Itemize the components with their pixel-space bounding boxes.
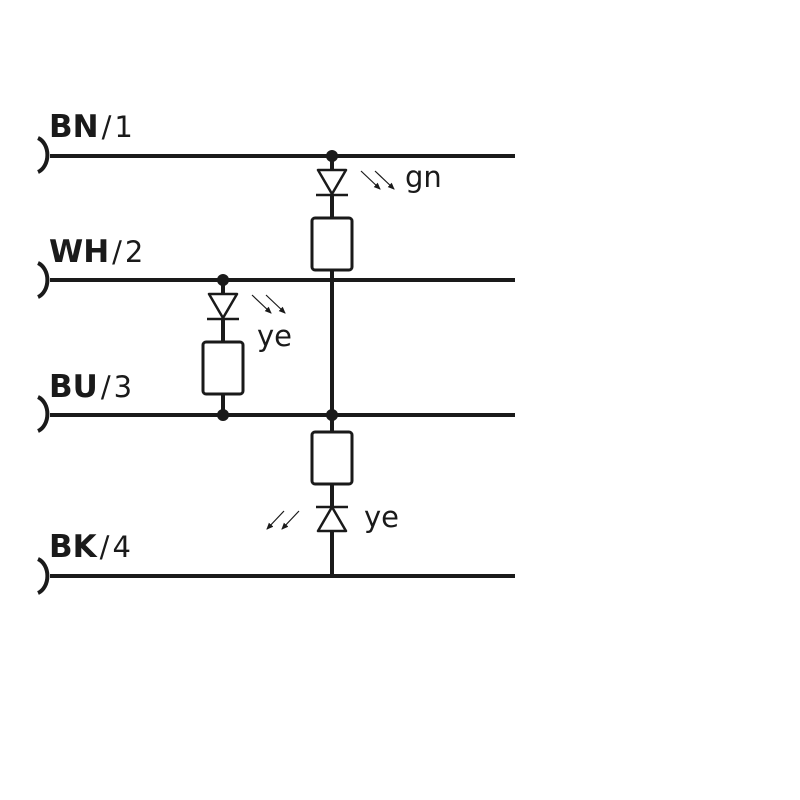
light-arrows-ye-bk — [266, 510, 300, 530]
light-arrows-gn — [360, 170, 395, 190]
wire-pin-number: 1 — [114, 110, 132, 144]
wire-separator: / — [101, 370, 111, 404]
wire-pin-number: 2 — [125, 235, 143, 269]
resistor-gn — [310, 216, 354, 272]
light-arrow — [266, 510, 285, 530]
light-arrow — [281, 510, 300, 530]
wire-label-bu: BU/3 — [49, 369, 132, 405]
branch-left — [201, 274, 245, 421]
junction-dot — [326, 409, 338, 421]
wire-code: BU — [49, 369, 98, 405]
resistor-bk — [310, 430, 354, 486]
led-diode-ye-bk — [316, 505, 348, 533]
junction-dot — [217, 274, 229, 286]
wire-separator: / — [102, 110, 112, 144]
led-diode-gn — [316, 168, 348, 196]
wire-pin-number: 3 — [114, 370, 132, 404]
led-color-label-ye-bk: ye — [364, 500, 399, 534]
wire-label-bn: BN/1 — [49, 109, 133, 145]
light-arrow — [265, 294, 286, 314]
terminal-pin-4 — [37, 557, 50, 595]
light-arrows-ye-wh — [251, 294, 286, 314]
wire-label-wh: WH/2 — [49, 234, 143, 270]
led-color-label-ye-wh: ye — [257, 319, 292, 353]
terminal-pin-2 — [37, 261, 50, 299]
wire-separator: / — [112, 235, 122, 269]
light-arrow — [360, 170, 381, 190]
wire-separator: / — [100, 530, 110, 564]
light-arrow — [374, 170, 395, 190]
wire-code: BK — [49, 529, 98, 565]
led-diode-ye-wh — [207, 292, 239, 320]
led-color-label-gn: gn — [405, 160, 442, 194]
wire-pin-number: 4 — [112, 530, 130, 564]
wire-code: WH — [49, 234, 109, 270]
wire-code: BN — [49, 109, 99, 145]
terminal-pin-3 — [37, 395, 50, 433]
light-arrow — [251, 294, 272, 314]
terminal-pin-1 — [37, 136, 50, 174]
resistor-ye — [201, 340, 245, 396]
junction-dot — [217, 409, 229, 421]
junction-dot — [326, 150, 338, 162]
branch-right — [310, 150, 354, 576]
wire-label-bk: BK/4 — [49, 529, 131, 565]
